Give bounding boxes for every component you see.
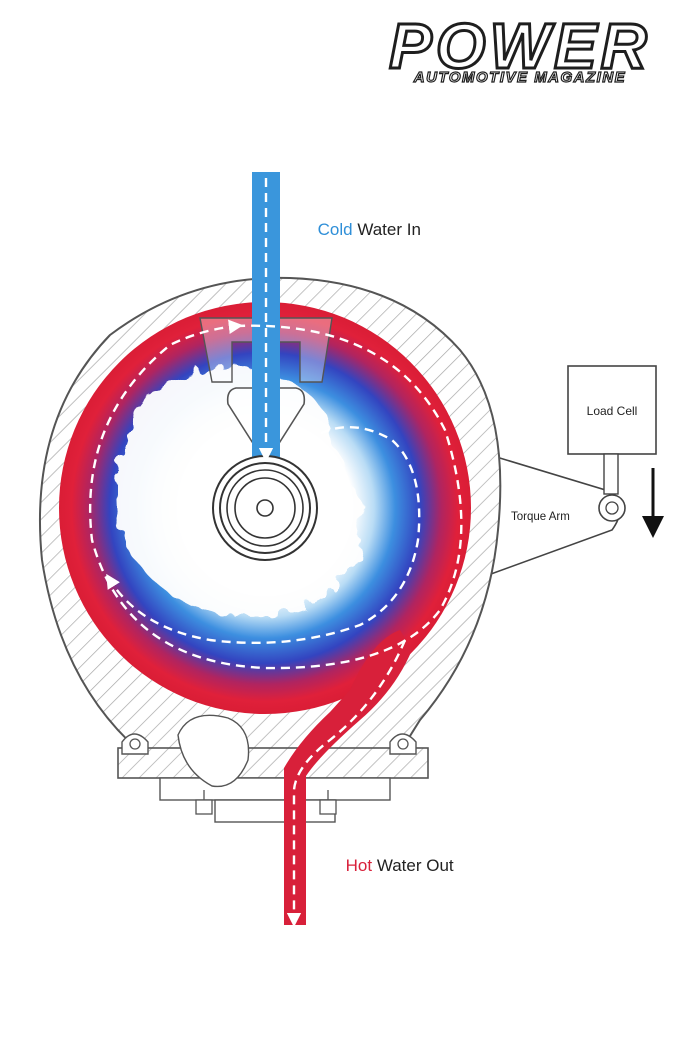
hot-rest: Water Out [372,856,454,875]
load-cell-label: Load Cell [587,404,638,418]
cold-word: Cold [318,220,353,239]
load-cell-rod [603,453,619,495]
hot-word: Hot [346,856,373,875]
hot-outlet-channel [284,630,412,925]
hot-water-label: Hot Water Out [322,856,468,875]
flow-arrows [88,178,463,928]
outlet-flow-arrow [286,639,407,928]
logo-word: POWER [389,10,651,82]
base-bolt-left [195,790,213,815]
bolt-lug-right [389,733,417,755]
load-cell-assembly [567,365,664,538]
cold-water-label: Cold Water In [294,220,435,239]
base-bolt-right [319,790,337,815]
logo: POWER AUTOMOTIVE MAGAZINE [388,9,651,87]
force-down-arrow-icon [642,468,664,538]
inner-flow-arrow [106,425,421,645]
rotor-shaft [212,455,318,561]
torque-arm-label: Torque Arm [511,511,570,523]
bolt-lug-left [121,733,149,755]
outer-flow-arrow [88,319,463,670]
logo-tagline: AUTOMOTIVE MAGAZINE [413,69,626,86]
cold-rest: Water In [353,220,421,239]
